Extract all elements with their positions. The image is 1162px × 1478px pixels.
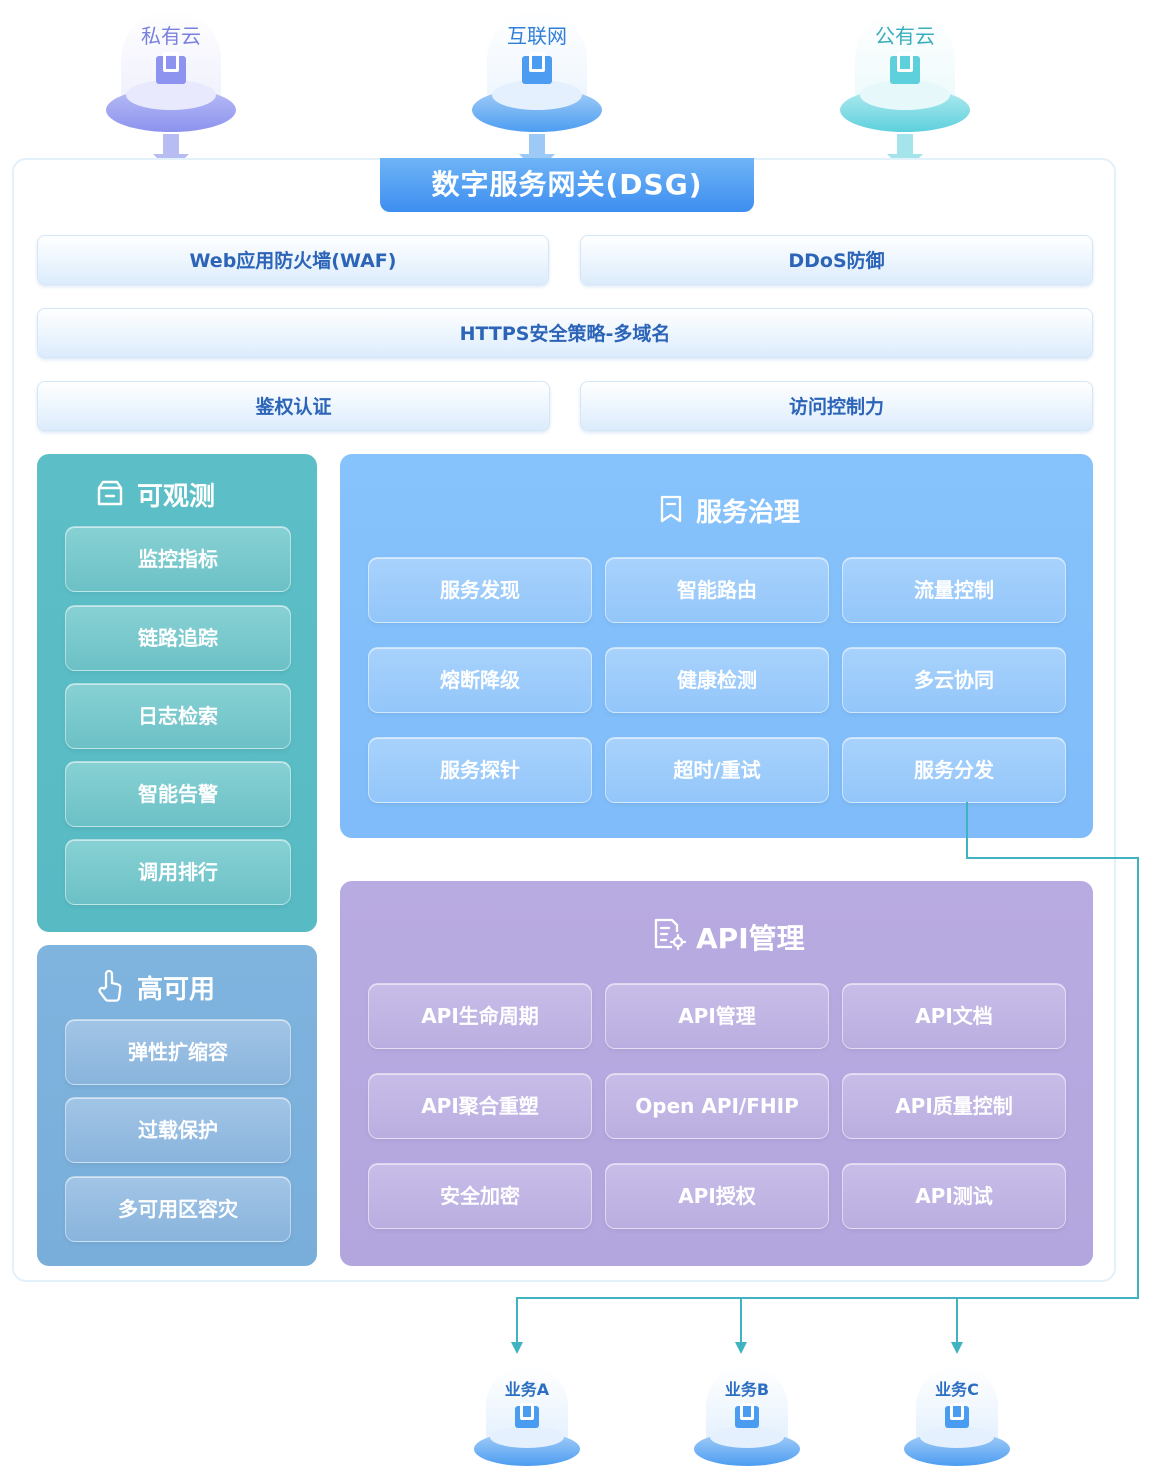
server-icon	[735, 1403, 759, 1428]
high-availability-panel: 高可用 弹性扩缩容 过载保护 多可用区容灾	[37, 945, 317, 1266]
api-management-title: API管理	[696, 922, 805, 955]
api-management-item[interactable]: 安全加密	[368, 1163, 592, 1229]
target-label: 业务A	[504, 1380, 550, 1399]
server-icon	[515, 1403, 539, 1428]
pointer-hand-icon	[98, 969, 122, 1002]
source-disc-inner	[860, 80, 950, 110]
target-disc-inner	[490, 1426, 564, 1448]
source-label: 公有云	[875, 24, 935, 48]
api-management-item[interactable]: API文档	[842, 983, 1066, 1049]
source-private-cloud: 私有云	[106, 0, 236, 172]
high-availability-item[interactable]: 弹性扩缩容	[65, 1019, 291, 1085]
service-governance-item[interactable]: 服务发现	[368, 557, 592, 623]
service-governance-item[interactable]: 超时/重试	[605, 737, 829, 803]
api-management-item[interactable]: API生命周期	[368, 983, 592, 1049]
high-availability-item[interactable]: 多可用区容灾	[65, 1176, 291, 1242]
api-management-item[interactable]: API质量控制	[842, 1073, 1066, 1139]
service-governance-item[interactable]: 健康检测	[605, 647, 829, 713]
box-icon	[97, 480, 123, 506]
source-label: 私有云	[141, 24, 201, 48]
service-governance-item[interactable]: 熔断降级	[368, 647, 592, 713]
source-disc-inner	[126, 80, 216, 110]
api-management-item[interactable]: Open API/FHIP	[605, 1073, 829, 1139]
band-https: HTTPS安全策略-多域名	[37, 308, 1093, 358]
service-governance-item[interactable]: 流量控制	[842, 557, 1066, 623]
band-access-control: 访问控制力	[580, 381, 1093, 431]
target-disc-inner	[920, 1426, 994, 1448]
service-governance-title: 服务治理	[696, 498, 801, 528]
observability-title: 可观测	[137, 482, 216, 512]
source-label: 互联网	[507, 24, 567, 48]
observability-item[interactable]: 链路追踪	[65, 605, 291, 671]
service-governance-panel: 服务治理 服务发现 智能路由 流量控制 熔断降级 健康检测 多云协同 服务探针 …	[340, 454, 1093, 838]
observability-item[interactable]: 调用排行	[65, 839, 291, 905]
server-icon	[890, 52, 920, 84]
source-internet: 互联网	[472, 0, 602, 172]
target-disc-inner	[710, 1426, 784, 1448]
server-icon	[945, 1403, 969, 1428]
observability-item[interactable]: 监控指标	[65, 526, 291, 592]
target-label: 业务C	[935, 1380, 979, 1399]
band-auth: 鉴权认证	[37, 381, 550, 431]
api-management-item[interactable]: API授权	[605, 1163, 829, 1229]
api-management-item[interactable]: API测试	[842, 1163, 1066, 1229]
observability-item[interactable]: 智能告警	[65, 761, 291, 827]
target-label: 业务B	[724, 1380, 770, 1399]
gateway-title: 数字服务网关(DSG)	[380, 158, 754, 212]
service-governance-item[interactable]: 智能路由	[605, 557, 829, 623]
api-management-item[interactable]: API聚合重塑	[368, 1073, 592, 1139]
source-public-cloud: 公有云	[840, 0, 970, 172]
band-ddos: DDoS防御	[580, 235, 1093, 285]
api-management-item[interactable]: API管理	[605, 983, 829, 1049]
server-icon	[156, 52, 186, 84]
observability-panel: 可观测 监控指标 链路追踪 日志检索 智能告警 调用排行	[37, 454, 317, 932]
band-waf: Web应用防火墙(WAF)	[37, 235, 549, 285]
target-business-a: 业务A	[474, 1366, 580, 1466]
api-management-panel: API管理 API生命周期 API管理 API文档 API聚合重塑 Open A…	[340, 881, 1093, 1266]
service-governance-item[interactable]: 服务探针	[368, 737, 592, 803]
high-availability-item[interactable]: 过载保护	[65, 1097, 291, 1163]
service-governance-item[interactable]: 服务分发	[842, 737, 1066, 803]
doc-gear-icon	[654, 918, 686, 951]
bookmark-icon	[660, 495, 682, 523]
source-disc-inner	[492, 80, 582, 110]
target-business-b: 业务B	[694, 1366, 800, 1466]
target-business-c: 业务C	[904, 1366, 1010, 1466]
service-governance-item[interactable]: 多云协同	[842, 647, 1066, 713]
server-icon	[522, 52, 552, 84]
high-availability-title: 高可用	[137, 975, 216, 1005]
observability-item[interactable]: 日志检索	[65, 683, 291, 749]
